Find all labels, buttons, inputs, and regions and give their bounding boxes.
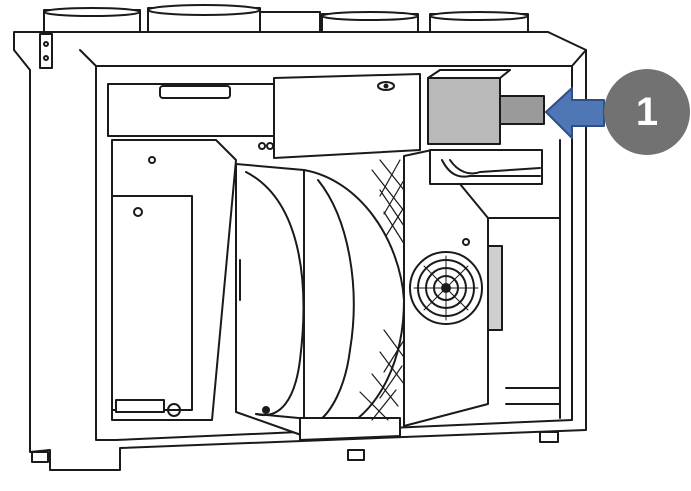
bracket <box>39 33 53 69</box>
left-module <box>107 83 277 421</box>
callout-number: 1 <box>635 90 659 134</box>
fan-module <box>403 149 561 427</box>
handle <box>159 85 231 99</box>
control-box <box>258 73 421 159</box>
heat-exchanger <box>235 163 405 441</box>
callout-badge: 1 <box>604 69 690 155</box>
mesh-hatching <box>359 159 413 421</box>
filter-panel <box>111 195 193 411</box>
sensor-housing <box>427 77 501 145</box>
connection-port <box>499 95 545 125</box>
